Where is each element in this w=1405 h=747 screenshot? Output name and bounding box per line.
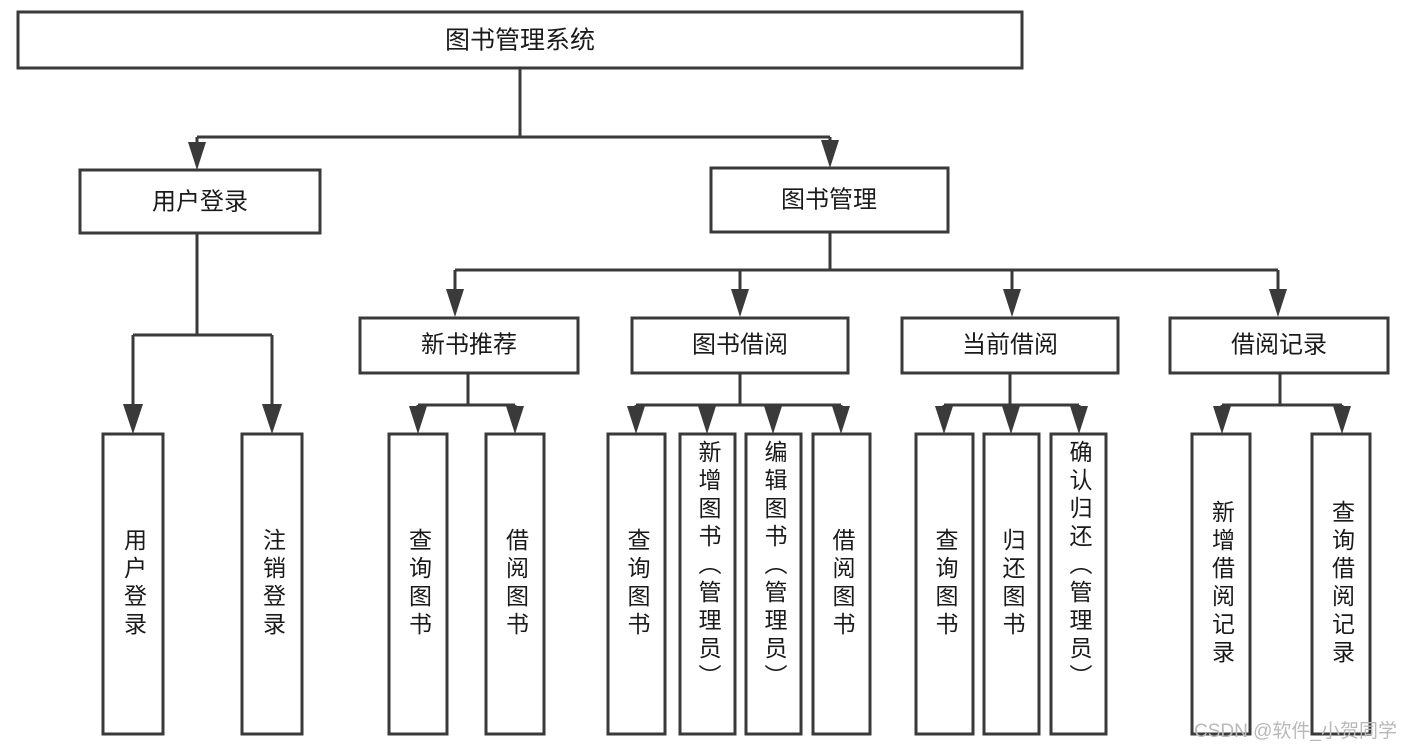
arrowhead-leaf-borrow-book-2 — [832, 406, 850, 434]
leaf-boxes — [101, 432, 1372, 736]
arrowhead-leaf-user-logout — [262, 404, 282, 434]
node-root-box[interactable] — [16, 10, 1024, 70]
leaf-borrow-book-1-box[interactable] — [484, 432, 546, 736]
arrowhead-new-book-recommend — [446, 289, 464, 317]
node-borrow-record[interactable]: 借阅记录 — [1168, 316, 1390, 375]
node-new-book-recommend-label: 新书推荐 — [421, 331, 517, 358]
arrowhead-leaf-return-book — [1002, 406, 1020, 434]
node-user-login-label: 用户登录 — [152, 188, 248, 215]
node-current-borrow-label: 当前借阅 — [962, 331, 1058, 358]
node-borrow-record-box[interactable] — [1168, 316, 1390, 375]
arrowhead-book-manage — [821, 140, 839, 168]
node-book-manage-box[interactable] — [709, 166, 950, 234]
node-book-manage-label: 图书管理 — [781, 186, 877, 213]
node-book-borrow-label: 图书借阅 — [692, 331, 788, 358]
node-root-label: 图书管理系统 — [445, 27, 595, 55]
node-root[interactable]: 图书管理系统 — [16, 10, 1024, 70]
arrowhead-leaf-query-book-2 — [627, 406, 645, 434]
arrowhead-leaf-add-record — [1213, 406, 1231, 434]
arrowhead-book-borrow — [731, 289, 749, 317]
connector-group-new-book-recommend — [409, 373, 524, 434]
leaf-add-record-box[interactable] — [1190, 432, 1252, 736]
connector-group-borrow-record — [1213, 373, 1351, 434]
leaf-return-book-box[interactable] — [982, 432, 1041, 736]
leaf-confirm-return-box[interactable] — [1049, 432, 1108, 736]
arrowhead-leaf-query-book-3 — [935, 406, 953, 434]
node-new-book-recommend[interactable]: 新书推荐 — [358, 316, 580, 375]
arrowhead-leaf-borrow-book-1 — [506, 406, 524, 434]
node-borrow-record-label: 借阅记录 — [1231, 331, 1327, 358]
arrowhead-current-borrow — [1003, 289, 1021, 317]
node-current-borrow-box[interactable] — [900, 316, 1120, 375]
arrowhead-leaf-edit-book — [764, 406, 782, 434]
leaf-add-book-box[interactable] — [678, 432, 737, 736]
leaf-user-logout-box[interactable] — [240, 432, 304, 736]
arrowhead-leaf-query-book-1 — [409, 406, 427, 434]
node-user-login-box[interactable] — [78, 168, 322, 235]
arrowhead-user-login — [188, 142, 206, 170]
connector-group-book-manage — [446, 232, 1287, 317]
arrowhead-leaf-confirm-return — [1070, 406, 1088, 434]
leaf-query-book-1-box[interactable] — [387, 432, 449, 736]
leaf-query-book-2-box[interactable] — [606, 432, 667, 736]
leaf-query-record-box[interactable] — [1310, 432, 1372, 736]
node-book-borrow-box[interactable] — [630, 316, 850, 375]
leaf-edit-book-box[interactable] — [744, 432, 803, 736]
node-book-manage[interactable]: 图书管理 — [709, 166, 950, 234]
leaf-user-login-box[interactable] — [101, 432, 165, 736]
leaf-query-book-3-box[interactable] — [914, 432, 975, 736]
connector-group-user-login — [123, 233, 282, 434]
leaf-borrow-book-2-box[interactable] — [811, 432, 872, 736]
arrowhead-leaf-add-book — [698, 406, 716, 434]
connector-group-book-borrow — [627, 373, 850, 434]
node-new-book-recommend-box[interactable] — [358, 316, 580, 375]
node-current-borrow[interactable]: 当前借阅 — [900, 316, 1120, 375]
arrowhead-borrow-record — [1269, 289, 1287, 317]
arrowhead-leaf-query-record — [1333, 406, 1351, 434]
arrowhead-leaf-user-login — [123, 404, 143, 434]
node-user-login[interactable]: 用户登录 — [78, 168, 322, 235]
connector-group-root — [188, 68, 839, 170]
node-book-borrow[interactable]: 图书借阅 — [630, 316, 850, 375]
connector-group-current-borrow — [935, 373, 1088, 434]
